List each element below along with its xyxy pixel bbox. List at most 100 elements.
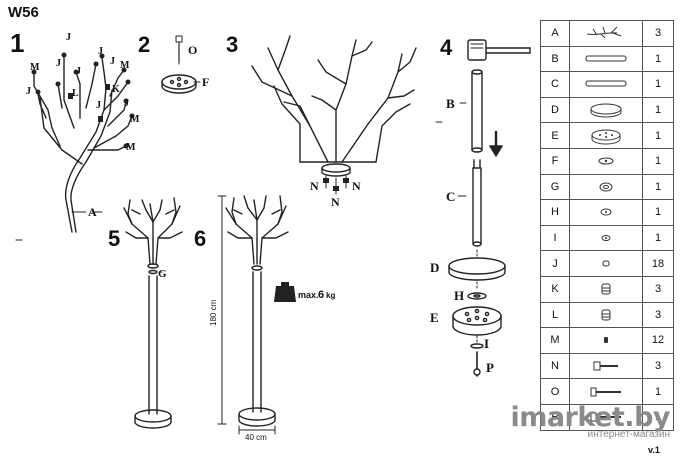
part-picture: [569, 71, 643, 98]
callout-k: K: [112, 84, 120, 95]
callout-j: J: [124, 98, 129, 109]
part-letter: O: [540, 378, 570, 405]
part-picture: [569, 224, 643, 252]
height-dimension-label: 180 cm: [209, 299, 218, 326]
part-picture: [569, 378, 643, 405]
hub-disc-icon: [570, 127, 642, 145]
part-quantity: 3: [642, 352, 674, 380]
tube-icon: [570, 75, 642, 93]
parts-row: M 12: [540, 327, 674, 354]
callout-n: N: [310, 179, 319, 193]
part-quantity: 3: [642, 301, 674, 329]
callout-j: J: [76, 66, 81, 77]
callout-j: J: [98, 46, 103, 57]
callout-e: E: [430, 310, 439, 325]
part-letter: H: [540, 199, 570, 226]
max-load-prefix: max.: [298, 290, 319, 300]
callout-h: H: [454, 288, 464, 303]
assembly-drawing: 1 2 3 4 5 6 J M J J J J J M L K J J M M …: [10, 28, 531, 442]
down-arrow-icon: [489, 130, 503, 157]
callout-c: C: [446, 189, 455, 204]
watermark: imarket.by интернет-магазин: [510, 402, 670, 440]
part-quantity: 12: [642, 327, 674, 354]
callout-j: J: [56, 58, 61, 69]
callout-j: J: [26, 86, 31, 97]
step3-branches-drawing: [251, 35, 417, 163]
part-letter: M: [540, 327, 570, 354]
part-letter: J: [540, 250, 570, 277]
dimension-lines: [217, 195, 276, 435]
callout-f: F: [202, 75, 209, 89]
callout-a: A: [88, 205, 97, 219]
part-picture: [569, 327, 643, 354]
step-number-3: 3: [226, 32, 238, 57]
part-picture: [569, 45, 643, 73]
part-letter: K: [540, 275, 570, 303]
part-picture: [569, 301, 643, 329]
branch-icon: [570, 24, 642, 42]
step-number-4: 4: [440, 35, 453, 60]
small-washer-icon: [570, 229, 642, 247]
step-number-1: 1: [10, 28, 24, 58]
step-number-2: 2: [138, 32, 150, 57]
callout-d: D: [430, 260, 439, 275]
version-label: v.1: [648, 445, 660, 455]
part-quantity: 1: [642, 378, 674, 405]
tube-icon: [570, 50, 642, 68]
model-code: W56: [8, 4, 39, 21]
part-quantity: 1: [642, 147, 674, 175]
part-picture: [569, 352, 643, 380]
part-letter: N: [540, 352, 570, 380]
part-letter: G: [540, 173, 570, 201]
part-picture: [569, 275, 643, 303]
step-number-6: 6: [194, 226, 206, 251]
step1-branch-drawing: [33, 55, 133, 233]
part-picture: [569, 199, 643, 226]
part-quantity: 1: [642, 45, 674, 73]
base-disc-icon: [570, 101, 642, 119]
long-screw-icon: [570, 383, 642, 401]
weight-icon: [274, 282, 296, 302]
part-letter: A: [540, 20, 570, 47]
step6-stand-drawing: [225, 195, 289, 427]
part-picture: [569, 173, 643, 201]
step1-fittings: [31, 52, 135, 149]
watermark-tagline: интернет-магазин: [587, 429, 670, 440]
tiny-plug-icon: [570, 331, 642, 349]
width-dimension-label: 40 cm: [245, 433, 267, 442]
step5-stand-drawing: [123, 197, 183, 429]
part-letter: F: [540, 147, 570, 175]
callout-p: P: [486, 360, 494, 375]
part-letter: L: [540, 301, 570, 329]
part-quantity: 1: [642, 71, 674, 98]
part-picture: [569, 147, 643, 175]
part-quantity: 3: [642, 20, 674, 47]
parts-row: J 18: [540, 250, 674, 277]
callout-b: B: [446, 96, 455, 111]
plug-icon: [570, 280, 642, 298]
callout-m: M: [30, 62, 40, 73]
end-cap-icon: [570, 255, 642, 273]
part-quantity: 3: [642, 275, 674, 303]
part-quantity: 1: [642, 173, 674, 201]
watermark-brand: imarket.by: [510, 402, 670, 433]
part-quantity: 18: [642, 250, 674, 277]
callout-o: O: [188, 43, 197, 57]
step4-pole-drawing: [448, 39, 531, 377]
callout-g: G: [158, 268, 167, 280]
plug-icon: [570, 306, 642, 324]
part-letter: B: [540, 45, 570, 73]
part-letter: C: [540, 71, 570, 98]
